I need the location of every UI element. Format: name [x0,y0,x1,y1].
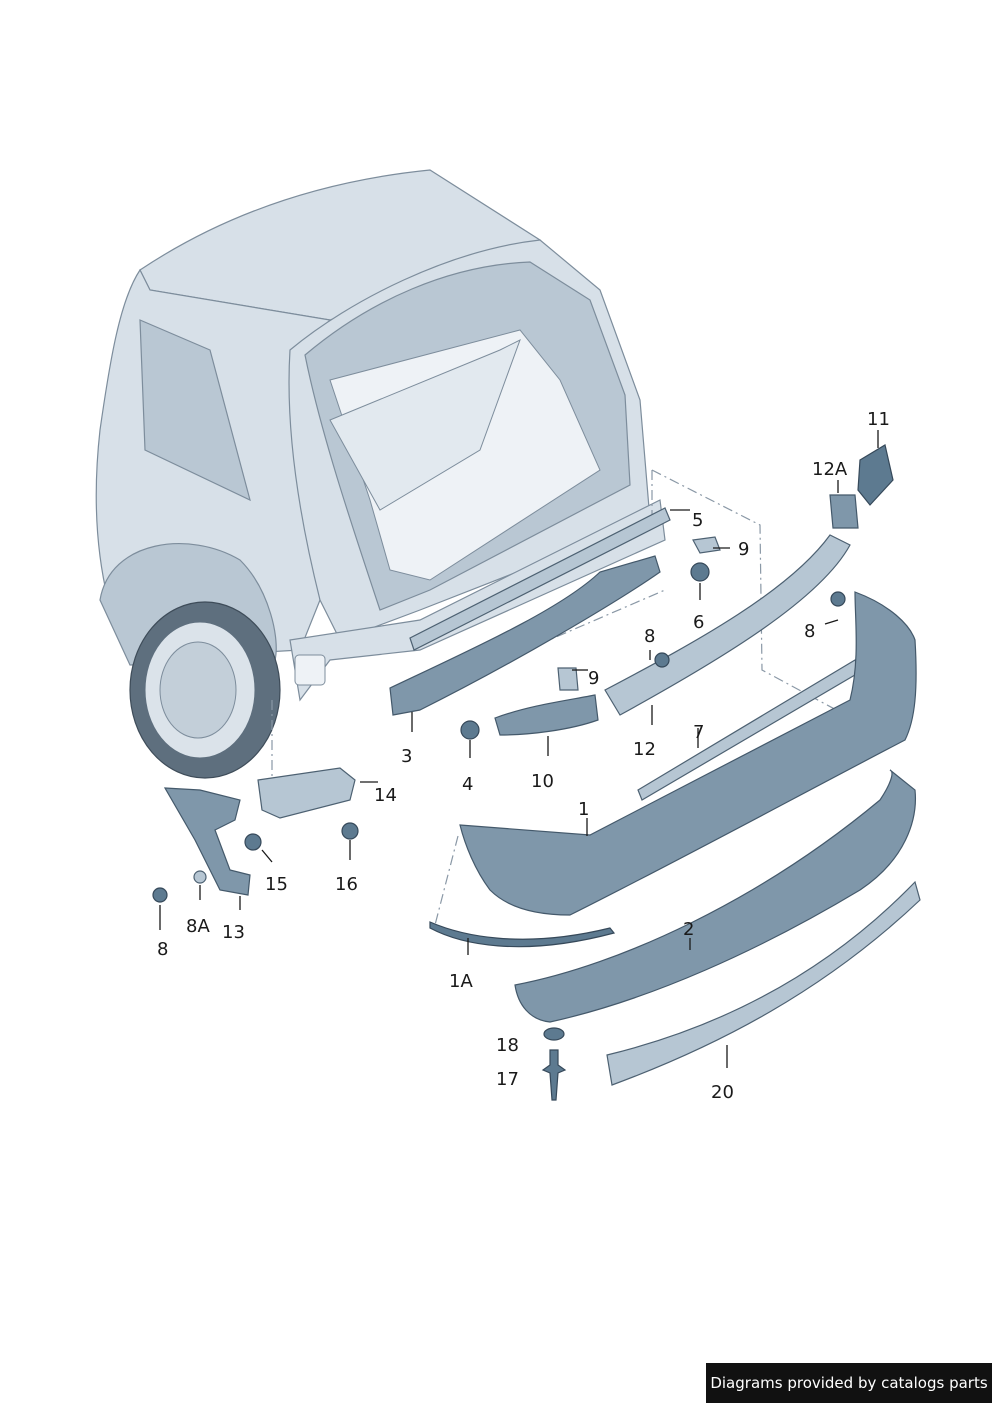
label-8-middle: 8 [644,626,655,647]
part-12a-mounting-plate[interactable] [829,494,859,529]
label-16: 16 [335,874,358,895]
part-1-bumper-cover[interactable] [459,591,917,916]
part-6-bolt[interactable] [690,562,710,582]
label-9-upper: 9 [738,539,749,560]
part-4-nut[interactable] [460,720,480,740]
part-9-clip-upper[interactable] [692,536,721,554]
label-1: 1 [578,799,589,820]
part-13-side-bracket[interactable] [163,787,251,896]
part-18-washer[interactable] [543,1027,565,1041]
part-9-clip-lower[interactable] [557,667,579,691]
part-labels: 11 12A 5 9 6 8 8 9 3 4 10 12 7 1 14 15 1… [157,409,890,1103]
label-1a: 1A [449,971,473,992]
label-17: 17 [496,1069,519,1090]
part-3-bumper-beam[interactable] [389,555,661,716]
label-3: 3 [401,746,412,767]
part-2-lower-trim[interactable] [514,769,917,1023]
leader-lines [159,430,879,1068]
label-8a: 8A [186,916,210,937]
part-1a-trim-strip[interactable] [429,921,616,948]
attribution-text: Diagrams provided by catalogs parts [710,1374,988,1392]
label-8-upper: 8 [804,621,815,642]
part-15-clip[interactable] [244,833,262,851]
part-8-bolt-lower[interactable] [152,887,168,903]
label-14: 14 [374,785,397,806]
attribution-footer: Diagrams provided by catalogs parts [706,1363,992,1403]
part-14-mounting-bracket[interactable] [257,767,356,819]
label-13: 13 [222,922,245,943]
part-8-bolt-middle[interactable] [654,652,670,668]
label-2: 2 [683,919,694,940]
label-7: 7 [693,722,704,743]
label-15: 15 [265,874,288,895]
part-10-absorber[interactable] [494,694,599,736]
label-12a: 12A [812,459,848,480]
part-20-step-trim[interactable] [606,880,921,1086]
label-12: 12 [633,739,656,760]
label-9-lower: 9 [588,668,599,689]
part-11-side-bracket[interactable] [857,444,894,506]
label-20: 20 [711,1082,734,1103]
label-11: 11 [867,409,890,430]
label-8-lower: 8 [157,939,168,960]
part-16-bolt[interactable] [341,822,359,840]
label-6: 6 [693,612,704,633]
label-18: 18 [496,1035,519,1056]
label-4: 4 [462,774,473,795]
vehicle-rear-body [95,169,666,702]
part-17-rivet[interactable] [541,1049,567,1101]
part-8-bolt-upper[interactable] [830,591,846,607]
part-8a-washer[interactable] [193,870,207,884]
part-5-carrier-strip[interactable] [409,507,671,651]
label-5: 5 [692,510,703,531]
rear-wheel [129,601,281,779]
label-10: 10 [531,771,554,792]
fasteners [152,536,846,1101]
part-12-guide-profile[interactable] [604,534,851,716]
